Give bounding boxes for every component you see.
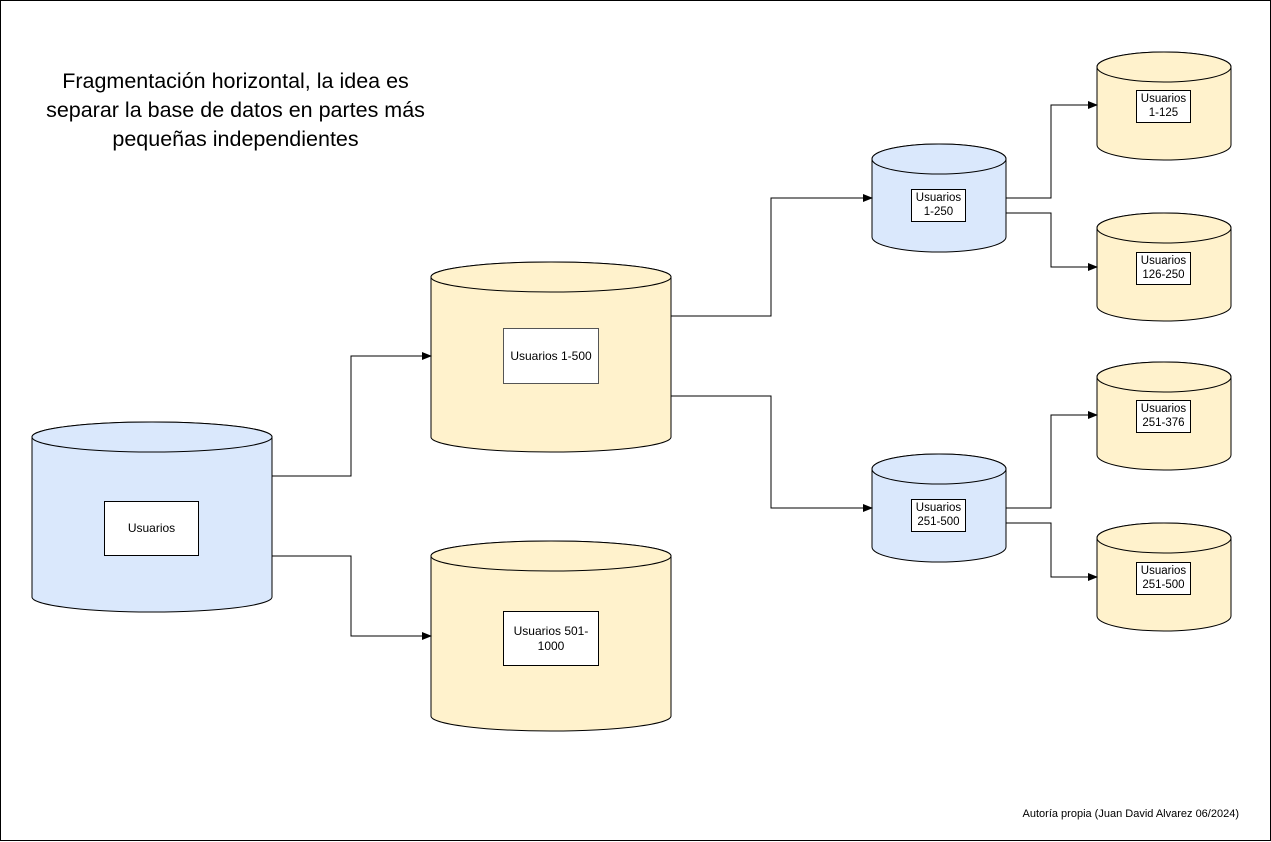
- u1-250-label: Usuarios 1-250: [911, 189, 966, 222]
- u251-500-mid-label: Usuarios 251-500: [911, 499, 966, 532]
- u126-250-cylinder: [1096, 212, 1232, 322]
- edges-layer: [272, 101, 1098, 640]
- credit-text: Autoría propia (Juan David Alvarez 06/20…: [1022, 808, 1239, 820]
- u251-376-label: Usuarios 251-376: [1136, 400, 1191, 433]
- u251-500-mid-cylinder-top: [871, 453, 1007, 485]
- root-cylinder-top: [31, 421, 273, 453]
- u501-1000-cylinder-top: [430, 540, 672, 572]
- u251-376-cylinder-top: [1096, 361, 1232, 393]
- edge-u251-500-to-u251-500-leaf: [1006, 522, 1098, 581]
- root-label-text: Usuarios: [127, 521, 176, 535]
- u126-250-line1: Usuarios: [1140, 255, 1187, 267]
- u1-250-line1: Usuarios: [915, 192, 962, 204]
- u1-500-label-text: Usuarios 1-500: [510, 348, 592, 363]
- u251-500-leaf-line2: 251-500: [1142, 579, 1185, 591]
- u251-500-leaf-cylinder-top: [1096, 522, 1232, 554]
- edge-root-to-u501-1000: [272, 555, 432, 640]
- u1-500-cylinder-top: [430, 261, 672, 293]
- edge-root-to-u1-500: [272, 352, 432, 477]
- u251-500-mid-line1: Usuarios: [915, 502, 962, 514]
- u251-500-leaf-label: Usuarios 251-500: [1136, 562, 1191, 595]
- u1-500-label: Usuarios 1-500: [503, 328, 599, 384]
- edge-u1-500-to-u1-250: [671, 194, 873, 317]
- edge-u1-250-to-u1-125: [1006, 101, 1098, 199]
- edge-u1-500-to-u251-500: [671, 395, 873, 512]
- u1-250-line2: 1-250: [923, 206, 954, 218]
- u126-250-label: Usuarios 126-250: [1136, 252, 1191, 285]
- u1-125-label: Usuarios 1-125: [1136, 90, 1191, 123]
- u1-250-cylinder-top: [871, 143, 1007, 175]
- u251-500-leaf-line1: Usuarios: [1140, 565, 1187, 577]
- u251-376-line2: 251-376: [1142, 417, 1185, 429]
- u1-125-line2: 1-125: [1148, 107, 1179, 119]
- u126-250-line2: 126-250: [1142, 269, 1185, 281]
- u501-1000-label: Usuarios 501- 1000: [503, 611, 599, 666]
- u501-1000-line1: Usuarios 501-: [513, 623, 589, 638]
- u126-250-cylinder-top: [1096, 212, 1232, 244]
- u501-1000-line2: 1000: [537, 638, 565, 653]
- edge-u1-250-to-u126-250: [1006, 212, 1098, 271]
- diagram-title: Fragmentación horizontal, la idea es sep…: [46, 69, 425, 151]
- u251-500-mid-line2: 251-500: [917, 516, 960, 528]
- u251-376-line1: Usuarios: [1140, 403, 1187, 415]
- u1-125-line1: Usuarios: [1140, 93, 1187, 105]
- u1-125-cylinder-top: [1096, 51, 1232, 83]
- edge-u251-500-to-u251-376: [1006, 411, 1098, 509]
- root-label: Usuarios: [104, 501, 199, 556]
